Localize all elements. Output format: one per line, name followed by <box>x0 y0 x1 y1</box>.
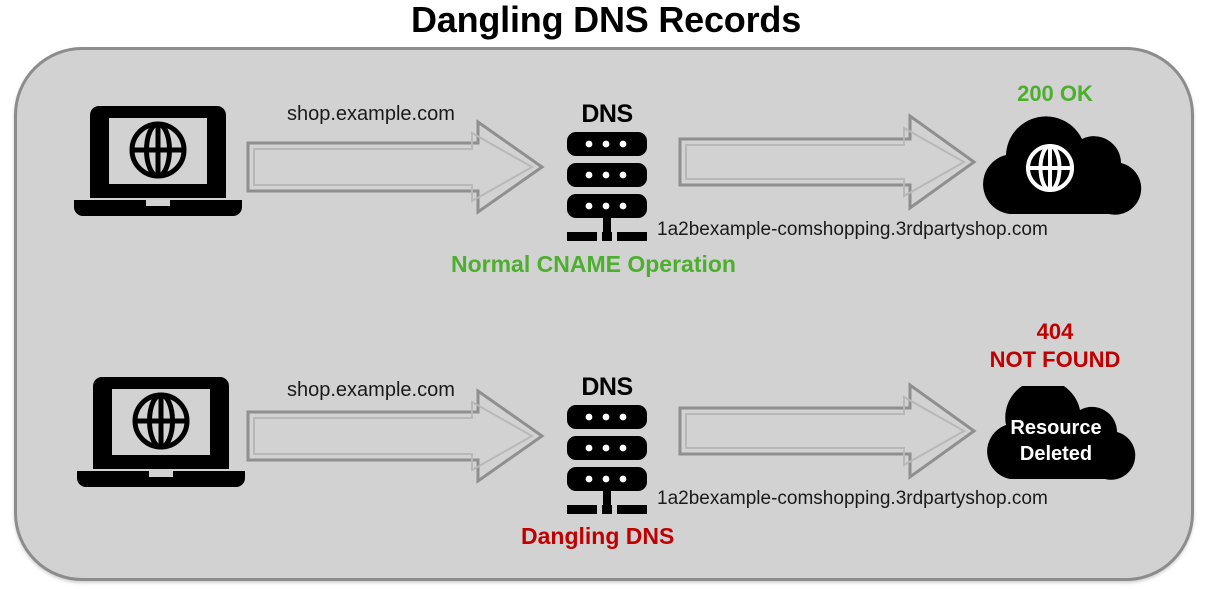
dns-server-top: DNS <box>561 100 653 242</box>
endpoint-cloud-top <box>966 111 1146 216</box>
arrow-dns-to-endpoint-top <box>678 112 977 212</box>
arrow-dns-to-endpoint-bottom <box>678 381 977 481</box>
globe-icon <box>129 121 187 179</box>
globe-icon <box>132 392 190 450</box>
query-label-top: shop.example.com <box>287 103 455 125</box>
dns-label-bottom: DNS <box>581 373 633 401</box>
dns-server-bottom: DNS <box>561 373 653 515</box>
status-code-bottom: 404 <box>1036 319 1074 344</box>
page-title: Dangling DNS Records <box>410 0 802 40</box>
status-badge-bottom: 404 NOT FOUND <box>960 318 1150 374</box>
cname-label-top: 1a2bexample-comshopping.3rdpartyshop.com <box>657 219 1048 240</box>
endpoint-cloud-bottom: Resource Deleted <box>966 386 1146 481</box>
status-text-bottom: NOT FOUND <box>989 347 1121 372</box>
query-label-bottom: shop.example.com <box>287 379 455 401</box>
status-badge-top: 200 OK <box>1017 81 1093 106</box>
arrow-client-to-dns-top <box>246 119 545 215</box>
cname-label-bottom: 1a2bexample-comshopping.3rdpartyshop.com <box>657 488 1048 509</box>
globe-icon <box>1026 144 1074 192</box>
client-laptop-bottom <box>75 375 247 487</box>
client-laptop-top <box>72 104 244 216</box>
arrow-client-to-dns-bottom <box>246 388 545 484</box>
dns-label-top: DNS <box>581 100 633 128</box>
flow-caption-bottom: Dangling DNS <box>521 523 675 549</box>
flow-caption-top: Normal CNAME Operation <box>451 251 736 277</box>
